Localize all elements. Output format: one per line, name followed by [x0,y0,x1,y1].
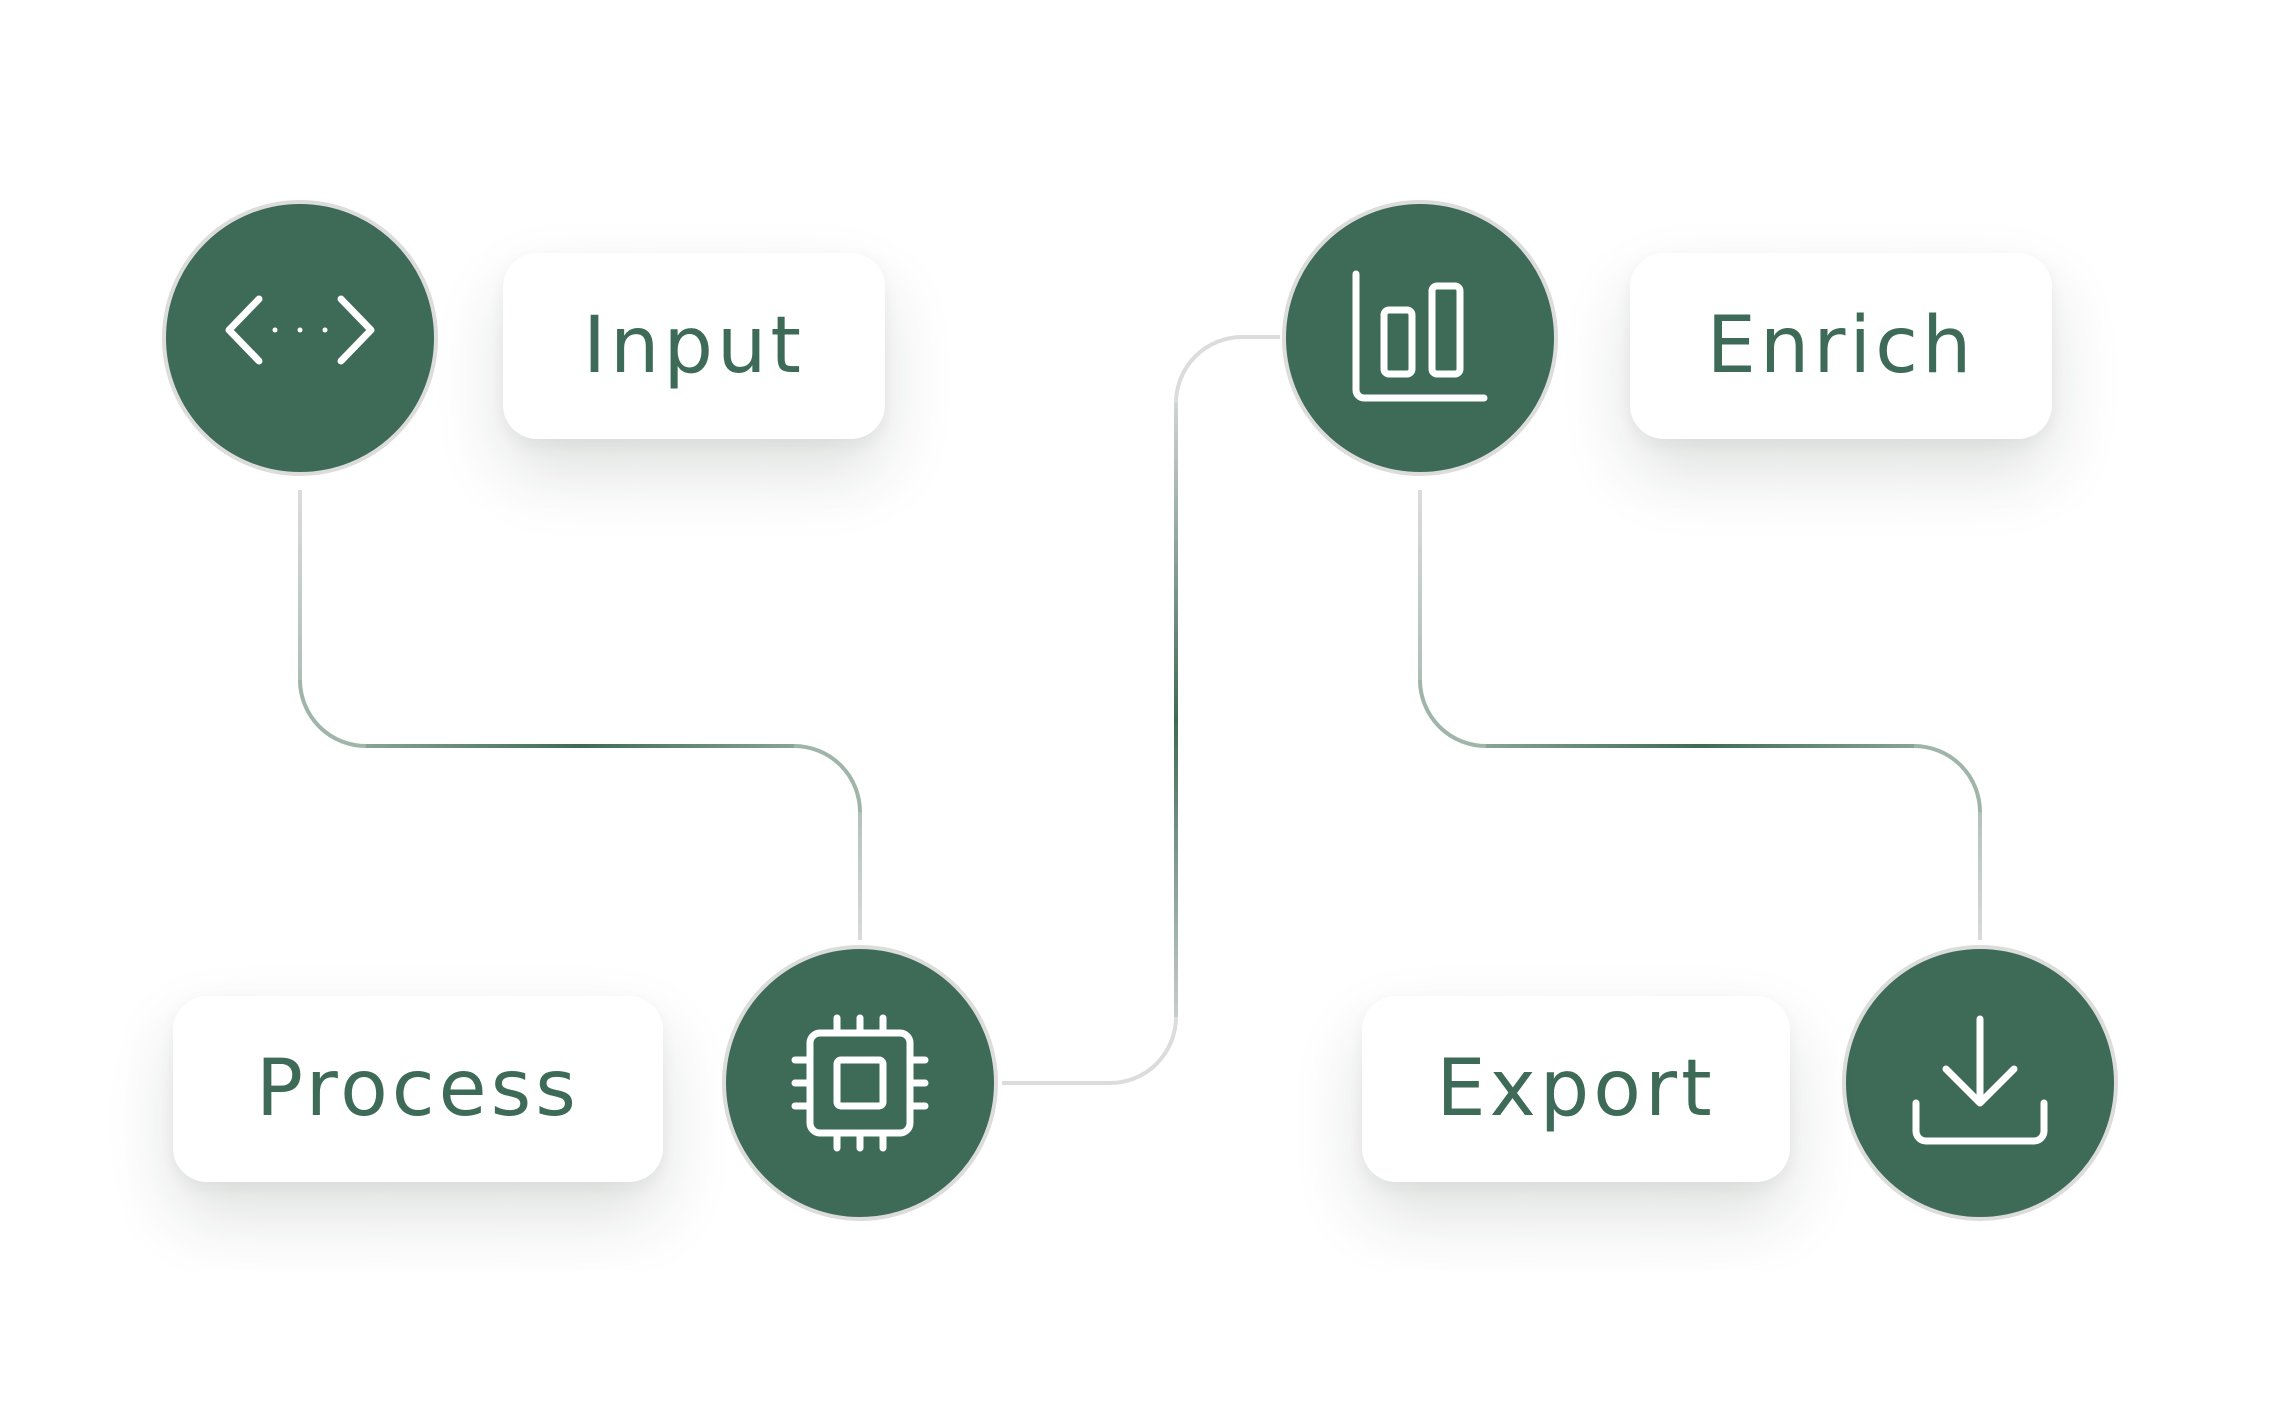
step-label-input: Input [583,301,805,391]
label-export: Export [1362,996,1790,1182]
label-process: Process [173,996,663,1182]
connector-process-to-enrich [1002,335,1280,1085]
connector-enrich-to-export [1418,490,1982,940]
step-label-enrich: Enrich [1706,301,1976,391]
node-input[interactable] [162,200,438,476]
bar-chart-icon [1352,270,1488,402]
download-icon [1912,1015,2048,1145]
label-enrich: Enrich [1630,253,2052,439]
code-brackets-icon [225,295,375,365]
connector-input-to-process [298,490,862,940]
step-label-process: Process [256,1044,580,1134]
cpu-chip-icon [791,1014,929,1152]
node-enrich[interactable] [1282,200,1558,476]
node-export[interactable] [1842,945,2118,1221]
node-process[interactable] [722,945,998,1221]
label-input: Input [503,253,885,439]
step-label-export: Export [1436,1044,1716,1134]
